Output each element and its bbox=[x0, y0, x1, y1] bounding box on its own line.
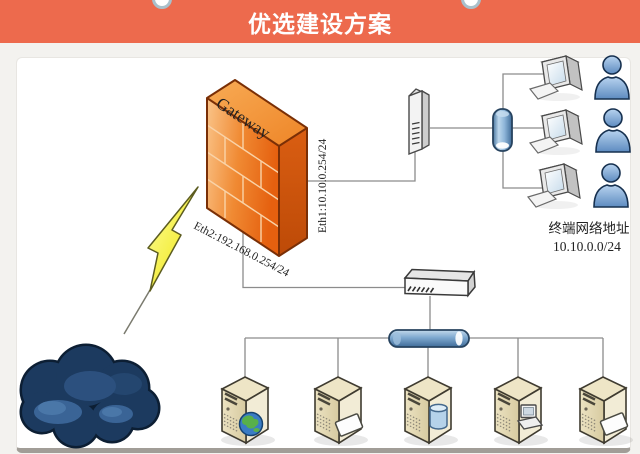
terminal-network-line2: 10.10.0.0/24 bbox=[553, 239, 621, 254]
network-links bbox=[242, 73, 604, 378]
user-3-icon bbox=[593, 163, 629, 208]
backbone-bus-icon bbox=[388, 329, 470, 348]
link-hub-to-ws1 bbox=[502, 73, 546, 111]
mail-card-icon bbox=[334, 413, 364, 437]
hub-cylinder-icon bbox=[492, 108, 513, 152]
firewall-gateway-icon: Gateway bbox=[206, 79, 308, 257]
user-2-icon bbox=[595, 108, 631, 153]
page-title: 优选建设方案 bbox=[248, 10, 392, 37]
globe-icon bbox=[238, 411, 264, 437]
cloud-link-line bbox=[123, 289, 151, 335]
eth1-label: Eth1:10.10.0.254/24 bbox=[317, 139, 329, 233]
brick-lines bbox=[206, 122, 280, 242]
database-icon bbox=[429, 403, 448, 430]
terminal-network-line1: 终端网络地址 bbox=[549, 221, 630, 236]
link-firewall-eth1-to-core bbox=[302, 149, 416, 182]
link-hub-to-ws3 bbox=[502, 149, 542, 189]
mini-computer-icon bbox=[516, 404, 544, 430]
access-switch-icon bbox=[403, 268, 476, 298]
terminal-network-note: 终端网络地址 10.10.0.0/24 bbox=[549, 221, 630, 254]
title-bar: 优选建设方案 bbox=[0, 0, 640, 43]
workstation-2-icon bbox=[529, 109, 583, 156]
file-card-icon bbox=[599, 412, 629, 436]
internet-cloud-icon bbox=[19, 343, 161, 449]
core-switch-icon bbox=[408, 88, 430, 156]
workstation-1-icon bbox=[529, 55, 583, 102]
lightning-bolt-icon bbox=[147, 186, 199, 292]
workstation-3-icon bbox=[527, 163, 581, 210]
link-firewall-to-switch bbox=[242, 230, 410, 289]
user-1-icon bbox=[594, 55, 630, 100]
